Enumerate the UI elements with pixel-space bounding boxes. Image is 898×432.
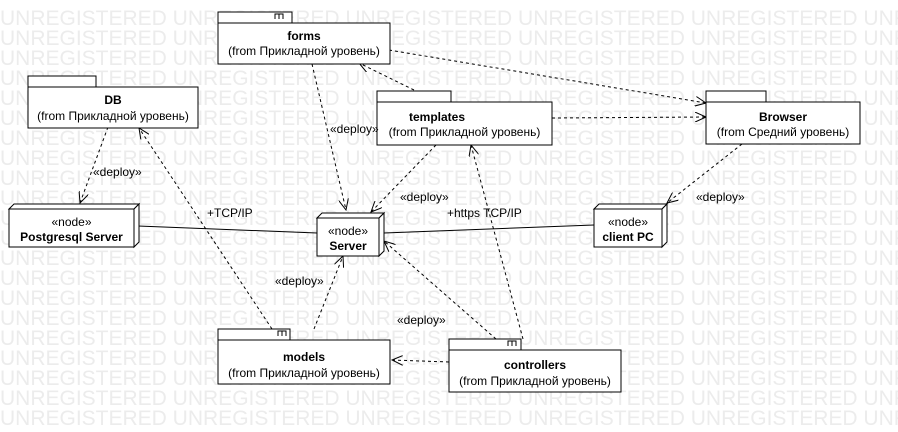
watermark-line: UNREGISTERED UNREGISTERED UNREGISTERED U… <box>0 227 898 250</box>
node-top <box>315 212 386 219</box>
controllers-server-deploy <box>384 241 497 340</box>
package-db-name: DB <box>104 93 122 107</box>
watermark-line: UNREGISTERED UNREGISTERED UNREGISTERED U… <box>0 67 898 90</box>
server-client-link <box>383 224 595 234</box>
package-templates-from: (from Прикладной уровень) <box>388 125 541 139</box>
node-side <box>661 202 668 249</box>
package-controllers-from: (from Прикладной уровень) <box>459 374 611 388</box>
tcpip-label: +TCP/IP <box>207 206 253 220</box>
package-tab <box>705 90 767 103</box>
package-models-from: (from Прикладной уровень) <box>228 366 380 380</box>
connectors <box>80 49 743 362</box>
node-top <box>7 203 141 210</box>
watermark-line: UNREGISTERED UNREGISTERED UNREGISTERED U… <box>0 147 898 170</box>
controllers-models-dep <box>392 360 450 362</box>
package-templates[interactable] <box>376 90 553 146</box>
package-browser[interactable] <box>705 90 861 145</box>
watermark-line: UNREGISTERED UNREGISTERED UNREGISTERED U… <box>0 207 898 230</box>
deploy-label-controllers-server: «deploy» <box>397 313 446 327</box>
node-postgres[interactable] <box>7 202 141 249</box>
package-body <box>217 339 391 385</box>
watermark-line: UNREGISTERED UNREGISTERED UNREGISTERED U… <box>0 387 898 410</box>
package-forms[interactable] <box>217 11 391 65</box>
forms-server-deploy <box>311 63 346 210</box>
node-client-name: client PC <box>602 230 654 244</box>
postgres-server-link <box>137 225 318 234</box>
watermark-line: UNREGISTERED UNREGISTERED UNREGISTERED U… <box>0 167 898 190</box>
package-models-name: models <box>282 350 325 364</box>
node-server-name: Server <box>329 239 367 253</box>
templates-forms-dep <box>359 63 415 91</box>
node-postgres-stereotype: «node» <box>51 215 92 229</box>
package-tab <box>27 75 97 88</box>
component-icon <box>507 340 517 346</box>
package-tab <box>376 90 452 103</box>
db-postgres-deploy <box>80 126 109 203</box>
node-postgres-name: Postgresql Server <box>20 230 123 244</box>
https-tcpip-label: +https TCP/IP <box>447 206 522 220</box>
package-models[interactable] <box>217 328 391 385</box>
deploy-label-browser-client: «deploy» <box>696 190 745 204</box>
package-browser-name: Browser <box>758 110 808 124</box>
node-server-stereotype: «node» <box>327 224 369 238</box>
deploy-label-db-postgres: «deploy» <box>93 165 142 179</box>
package-body <box>376 101 553 146</box>
models-db-dep <box>139 128 273 330</box>
component-icon <box>277 330 287 336</box>
node-top <box>592 203 669 210</box>
templates-browser-dep <box>551 117 706 118</box>
node-side <box>378 211 385 258</box>
package-body <box>27 86 199 129</box>
node-client-stereotype: «node» <box>607 215 649 229</box>
package-browser-from: (from Средний уровень) <box>716 125 850 139</box>
package-body <box>217 22 391 65</box>
package-controllers[interactable] <box>448 338 622 393</box>
package-forms-from: (from Прикладной уровень) <box>228 44 380 58</box>
package-db-from: (from Прикладной уровень) <box>37 109 189 123</box>
models-server-deploy <box>313 256 343 330</box>
browser-client-deploy <box>667 143 743 203</box>
deploy-label-models-server: «deploy» <box>275 274 324 288</box>
node-side <box>133 202 140 249</box>
watermark-line: UNREGISTERED UNREGISTERED UNREGISTERED U… <box>0 267 898 290</box>
node-front <box>593 208 663 248</box>
node-front <box>8 208 135 248</box>
node-server[interactable] <box>315 211 386 258</box>
package-controllers-name: controllers <box>503 358 566 372</box>
deploy-label-forms-server: «deploy» <box>330 122 379 136</box>
node-front <box>316 217 380 257</box>
package-body <box>448 349 622 393</box>
watermark-line: UNREGISTERED UNREGISTERED UNREGISTERED U… <box>0 247 898 270</box>
watermark-line: UNREGISTERED UNREGISTERED UNREGISTERED U… <box>0 407 898 430</box>
deploy-label-templates-server: «deploy» <box>400 190 449 204</box>
watermark-line: UNREGISTERED UNREGISTERED UNREGISTERED U… <box>0 307 898 330</box>
node-client[interactable] <box>592 202 669 249</box>
component-icon <box>274 13 284 19</box>
controllers-templates-dep <box>471 145 524 340</box>
package-db[interactable] <box>27 75 199 129</box>
package-forms-name: forms <box>287 29 321 43</box>
package-templates-name: templates <box>408 110 466 124</box>
package-body <box>705 101 861 145</box>
